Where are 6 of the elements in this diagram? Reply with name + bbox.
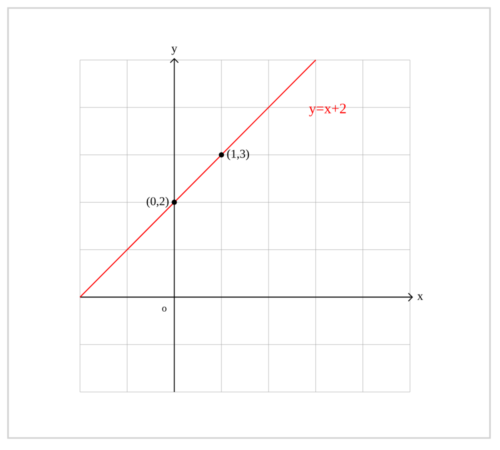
point-label: (0,2) — [146, 196, 169, 208]
axis-label: x — [417, 294, 424, 300]
origin-label: o — [162, 306, 166, 312]
axis-label: y — [171, 46, 178, 55]
line-label: y=x+2 — [309, 104, 346, 116]
point-label: (1,3) — [227, 149, 250, 160]
